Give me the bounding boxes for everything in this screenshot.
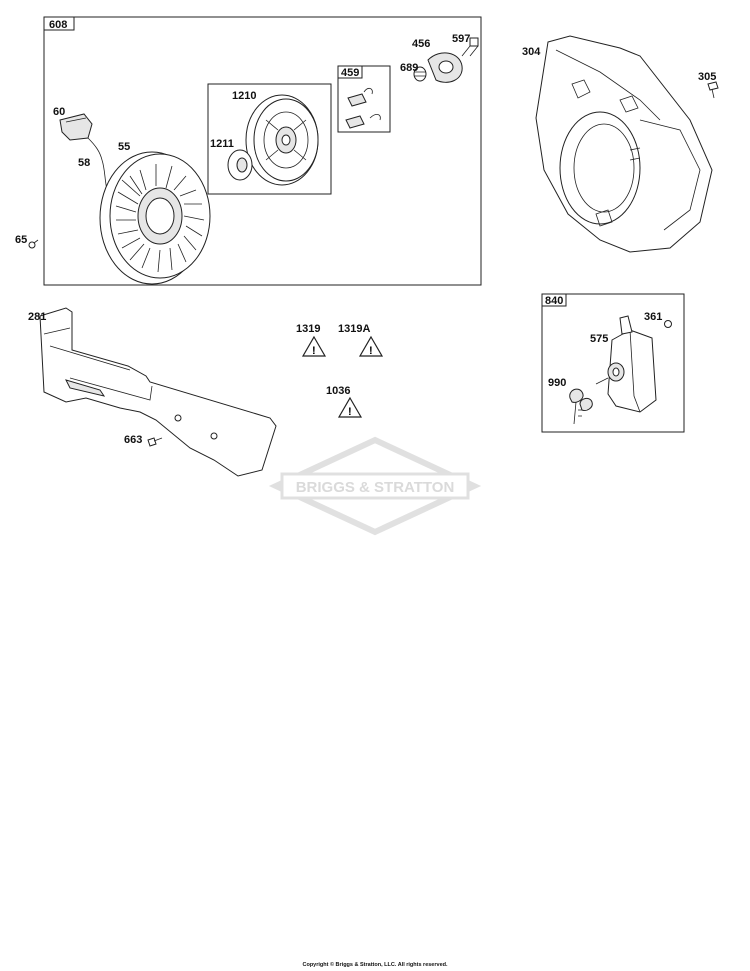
- screw-663: [147, 437, 163, 447]
- box-608-tag: [43, 16, 75, 31]
- box-840-tag: [541, 293, 567, 307]
- part-label-60: 60: [53, 106, 65, 118]
- ignition-switch-575: [595, 315, 657, 413]
- part-label-65: 65: [15, 234, 27, 246]
- part-label-1319: 1319: [296, 323, 320, 335]
- part-label-1210: 1210: [232, 90, 256, 102]
- screw-597: [461, 37, 479, 57]
- box-840-label: 840: [545, 295, 563, 307]
- part-label-663: 663: [124, 434, 142, 446]
- part-label-55: 55: [118, 141, 130, 153]
- bracket-281: [39, 307, 277, 477]
- svg-text:BRIGGS & STRATTON: BRIGGS & STRATTON: [296, 479, 455, 496]
- part-label-1211: 1211: [210, 138, 234, 150]
- part-label-689: 689: [400, 62, 418, 74]
- assembly-box-608: [43, 16, 482, 286]
- box-459-tag: [337, 65, 363, 79]
- key-990: [569, 388, 593, 425]
- part-label-597: 597: [452, 33, 470, 45]
- pulley-1210: [245, 94, 319, 186]
- svg-text:!: !: [348, 406, 352, 418]
- part-label-58: 58: [78, 157, 90, 169]
- part-label-1036: 1036: [326, 385, 350, 397]
- starter-handle-60: [59, 113, 103, 161]
- sub-box-459: [337, 65, 391, 133]
- pawl-set-459: [345, 88, 381, 129]
- screw-65: [28, 239, 39, 249]
- sub-box-1210: [207, 83, 332, 195]
- retainer-456: [427, 52, 463, 83]
- part-label-990: 990: [548, 377, 566, 389]
- nut-361: [664, 320, 672, 328]
- svg-text:!: !: [312, 345, 316, 357]
- box-459-label: 459: [341, 67, 359, 79]
- warning-decal-1036: !: [337, 396, 363, 418]
- part-label-575: 575: [590, 333, 608, 345]
- blower-housing-304: [535, 35, 713, 253]
- svg-text:!: !: [369, 345, 373, 357]
- screw-305: [707, 81, 719, 99]
- copyright-footer: Copyright © Briggs & Stratton, LLC. All …: [302, 962, 448, 968]
- spring-689: [413, 66, 427, 82]
- washer-1211: [227, 149, 253, 181]
- part-label-456: 456: [412, 38, 430, 50]
- part-label-1319A: 1319A: [338, 323, 370, 335]
- briggs-stratton-logo: BRIGGS & STRATTON: [268, 436, 482, 536]
- part-label-305: 305: [698, 71, 716, 83]
- box-608-label: 608: [49, 19, 67, 31]
- part-label-281: 281: [28, 311, 46, 323]
- starter-housing-55: [99, 151, 211, 285]
- assembly-box-840: [541, 293, 685, 433]
- warning-decal-1319: !: [301, 335, 327, 357]
- warning-decal-1319A: !: [358, 335, 384, 357]
- part-label-361: 361: [644, 311, 662, 323]
- part-label-304: 304: [522, 46, 541, 58]
